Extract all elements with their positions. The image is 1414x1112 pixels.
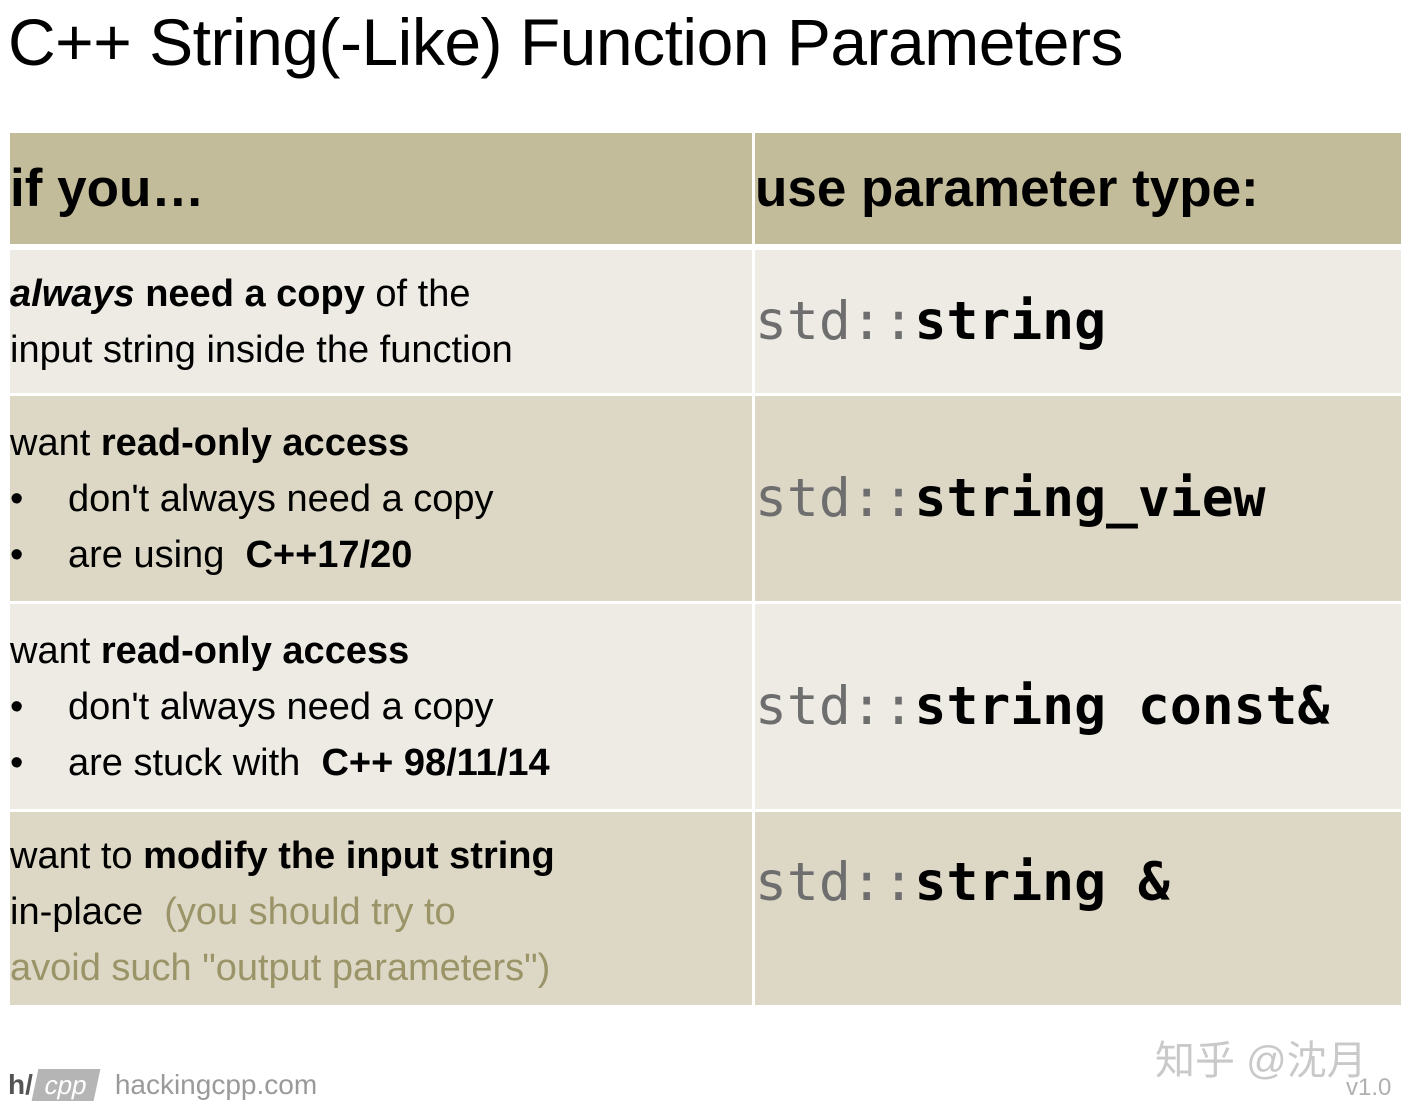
output-param-note-cont: avoid such "output parameters") bbox=[10, 947, 551, 989]
bullet-dot: • bbox=[10, 477, 24, 520]
type-cell: std::string_view bbox=[752, 396, 1401, 604]
condition-cell: always need a copy of the input string i… bbox=[10, 250, 752, 396]
header-label-type: use parameter type: bbox=[755, 159, 1259, 218]
emphasis-read-only: read-only access bbox=[100, 629, 410, 672]
namespace-prefix: std:: bbox=[755, 468, 915, 529]
header-cell-type: use parameter type: bbox=[752, 133, 1401, 250]
bullet-item: • are using C++17/20 bbox=[10, 527, 752, 583]
type-name: string_view bbox=[914, 468, 1266, 529]
param-type-code: std::string const& bbox=[755, 676, 1329, 737]
bullet-dot: • bbox=[10, 533, 24, 576]
zhihu-watermark: 知乎 @沈月 bbox=[1155, 1039, 1367, 1083]
condition-text: always need a copy of the input string i… bbox=[10, 266, 752, 378]
bullet-text: are stuck with bbox=[68, 741, 311, 784]
table-row: want to modify the input string in-place… bbox=[10, 812, 1401, 1005]
condition-cell: want read-only access • don't always need… bbox=[10, 396, 752, 604]
hackingcpp-logo: h/cpp hackingcpp.com bbox=[8, 1068, 317, 1102]
condition-cell: want to modify the input string in-place… bbox=[10, 812, 752, 1005]
type-name: string const& bbox=[914, 676, 1330, 737]
table-row: want read-only access • don't always need… bbox=[10, 396, 1401, 604]
condition-cell: want read-only access • don't always need… bbox=[10, 604, 752, 812]
cpp-version-label: C++17/20 bbox=[245, 533, 413, 576]
param-type-code: std::string_view bbox=[755, 468, 1266, 529]
param-type-code: std::string & bbox=[755, 852, 1170, 913]
type-cell: std::string & bbox=[752, 812, 1401, 1005]
title-light: (-Like) bbox=[318, 5, 503, 79]
condition-text-part: want bbox=[10, 629, 101, 672]
namespace-prefix: std:: bbox=[755, 852, 915, 913]
page-title: C++ String(-Like) Function Parameters bbox=[8, 4, 1123, 80]
header-label-condition: if you… bbox=[10, 159, 205, 218]
bullet-item: • don't always need a copy bbox=[10, 471, 752, 527]
bullet-dot: • bbox=[10, 685, 24, 728]
table-row: always need a copy of the input string i… bbox=[10, 250, 1401, 396]
cpp-version-label: C++ 98/11/14 bbox=[321, 741, 550, 784]
condition-text-part: of the bbox=[364, 272, 471, 315]
bullet-dot: • bbox=[10, 741, 24, 784]
logo-cpp: cpp bbox=[31, 1069, 101, 1101]
bullet-text: are using bbox=[68, 533, 235, 576]
type-name: string bbox=[914, 291, 1106, 352]
param-type-code: std::string bbox=[755, 291, 1106, 352]
type-cell: std::string bbox=[752, 250, 1401, 396]
emphasis-need-copy: need a copy bbox=[134, 272, 365, 315]
emphasis-always: always bbox=[10, 272, 135, 315]
emphasis-modify: modify the input string bbox=[143, 835, 555, 877]
table-row: want read-only access • don't always need… bbox=[10, 604, 1401, 812]
namespace-prefix: std:: bbox=[755, 291, 915, 352]
bullet-item: • are stuck with C++ 98/11/14 bbox=[10, 735, 752, 791]
condition-text: want read-only access • don't always need… bbox=[10, 623, 752, 791]
header-cell-condition: if you… bbox=[10, 133, 752, 250]
title-main: C++ String bbox=[8, 5, 319, 79]
condition-text: want to modify the input string in-place… bbox=[10, 828, 752, 996]
logo-h: h/ bbox=[8, 1069, 33, 1100]
bullet-text: don't always need a copy bbox=[68, 477, 494, 520]
parameter-table: if you… use parameter type: always need … bbox=[10, 133, 1401, 1005]
condition-text: want read-only access • don't always need… bbox=[10, 415, 752, 583]
version-label: v1.0 bbox=[1346, 1074, 1392, 1101]
output-param-note: (you should try to bbox=[164, 891, 456, 933]
condition-text-line2: input string inside the function bbox=[10, 328, 513, 371]
namespace-prefix: std:: bbox=[755, 676, 915, 737]
type-name: string & bbox=[914, 852, 1170, 913]
table-header-row: if you… use parameter type: bbox=[10, 133, 1401, 250]
condition-text-part: want to bbox=[10, 835, 144, 877]
type-cell: std::string const& bbox=[752, 604, 1401, 812]
condition-text-part: in-place bbox=[10, 891, 154, 933]
condition-text-part: want bbox=[10, 421, 101, 464]
bullet-item: • don't always need a copy bbox=[10, 679, 752, 735]
site-url: hackingcpp.com bbox=[114, 1069, 318, 1100]
title-rest: Function Parameters bbox=[502, 5, 1124, 79]
emphasis-read-only: read-only access bbox=[100, 421, 410, 464]
bullet-text: don't always need a copy bbox=[68, 685, 494, 728]
